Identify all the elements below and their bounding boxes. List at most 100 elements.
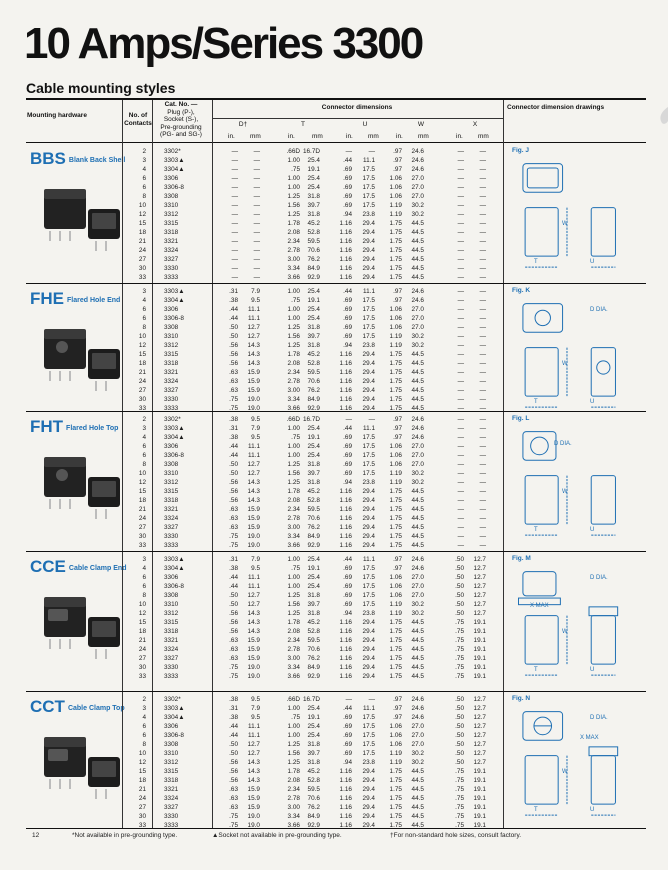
table-cell: 29.4 [362, 777, 375, 784]
table-cell: 3310 [164, 333, 179, 340]
table-cell: .50 [455, 750, 464, 757]
table-cell: 31.8 [307, 461, 320, 468]
table-cell: 9.5 [251, 416, 260, 423]
footnote-3: †For non-standard hole sizes, consult fa… [390, 832, 522, 839]
table-cell: 76.2 [307, 524, 320, 531]
table-cell: 19.0 [247, 405, 260, 412]
table-cell: 10 [138, 333, 146, 340]
drawing-label-u: U [590, 527, 595, 533]
table-cell: 8 [142, 193, 146, 200]
table-cell: .44 [343, 556, 352, 563]
table-cell: — [457, 333, 464, 340]
table-cell: 11.1 [363, 705, 375, 712]
table-cell: 3306-8 [164, 732, 184, 739]
table-cell: 1.16 [339, 777, 352, 784]
table-cell: 6 [142, 723, 146, 730]
drawing-label-d-dia: D DIA. [590, 715, 608, 721]
table-cell: 24.6 [411, 157, 424, 164]
table-cell: 3 [142, 425, 146, 432]
table-cell: 31.8 [307, 342, 320, 349]
table-cell: 44.5 [411, 396, 424, 403]
table-cell: 3306 [164, 574, 179, 581]
table-cell: 25.4 [307, 425, 320, 432]
table-cell: 17.5 [362, 175, 375, 182]
table-cell: 2.34 [287, 238, 300, 245]
table-cell: 1.25 [287, 342, 300, 349]
table-cell: 1.75 [389, 369, 402, 376]
unit-in: in. [288, 133, 295, 140]
table-cell: 12.7 [473, 610, 486, 617]
section-code: FHE [30, 289, 64, 308]
table-cell: 19.1 [473, 795, 486, 802]
table-cell: .75 [229, 533, 238, 540]
table-cell: 4 [142, 434, 146, 441]
table-cell: 2.34 [287, 506, 300, 513]
drawing-label-x-max: X MAX [530, 603, 549, 609]
table-cell: 3306-8 [164, 315, 184, 322]
table-cell: — [457, 351, 464, 358]
table-cell: 1.16 [339, 786, 352, 793]
table-cell: 1.00 [287, 184, 300, 191]
table-cell: 44.5 [411, 786, 424, 793]
table-cell: 1.75 [389, 533, 402, 540]
table-cell: 18 [138, 497, 146, 504]
table-cell: 3333 [164, 405, 179, 412]
table-cell: 52.8 [307, 777, 320, 784]
table-cell: 1.16 [339, 256, 352, 263]
table-cell: 1.75 [389, 664, 402, 671]
table-cell: — [231, 202, 238, 209]
table-cell: — [457, 157, 464, 164]
table-cell: 11.1 [248, 574, 260, 581]
table-cell: 1.06 [389, 324, 402, 331]
table-cell: 33 [138, 274, 146, 281]
table-cell: — [457, 166, 464, 173]
table-cell: — [479, 166, 486, 173]
table-cell: .56 [229, 351, 238, 358]
table-cell: 3303▲ [164, 556, 185, 563]
table-cell: 1.00 [287, 583, 300, 590]
table-cell: 25.4 [307, 184, 320, 191]
table-cell: 70.6 [307, 795, 320, 802]
table-cell: 7.9 [251, 556, 260, 563]
drawing-label-u: U [590, 259, 595, 265]
table-cell: 29.4 [362, 768, 375, 775]
table-cell: 29.4 [362, 822, 375, 829]
table-cell: 24.6 [411, 714, 424, 721]
table-cell: .63 [229, 515, 238, 522]
table-cell: 14.3 [247, 360, 260, 367]
table-cell: 24.6 [411, 148, 424, 155]
table-cell: 18 [138, 777, 146, 784]
table-cell: 1.00 [287, 723, 300, 730]
table-cell: 1.56 [287, 601, 300, 608]
table-cell: .75 [455, 768, 464, 775]
table-cell: — [479, 193, 486, 200]
table-cell: — [231, 175, 238, 182]
table-cell: — [479, 247, 486, 254]
table-cell: — [479, 387, 486, 394]
connector-photo-icon [44, 737, 120, 799]
table-cell: 1.75 [389, 256, 402, 263]
table-cell: .50 [455, 741, 464, 748]
table-cell: 76.2 [307, 256, 320, 263]
table-cell: 12 [138, 342, 146, 349]
table-cell: — [457, 306, 464, 313]
table-cell: 44.5 [411, 220, 424, 227]
table-cell: .38 [229, 565, 238, 572]
table-cell: 3315 [164, 619, 179, 626]
table-cell: 3321 [164, 506, 179, 513]
table-cell: 1.75 [389, 768, 402, 775]
table-cell: 27.0 [411, 592, 424, 599]
table-cell: — [479, 351, 486, 358]
table-cell: 3312 [164, 479, 179, 486]
table-cell: .44 [229, 443, 238, 450]
table-cell: 1.16 [339, 229, 352, 236]
table-cell: 29.4 [362, 265, 375, 272]
table-cell: 44.5 [411, 768, 424, 775]
table-cell: 3318 [164, 497, 179, 504]
table-cell: 84.9 [307, 265, 320, 272]
table-cell: 31.8 [307, 592, 320, 599]
table-cell: — [479, 506, 486, 513]
table-cell: — [479, 405, 486, 412]
table-cell: .50 [455, 556, 464, 563]
